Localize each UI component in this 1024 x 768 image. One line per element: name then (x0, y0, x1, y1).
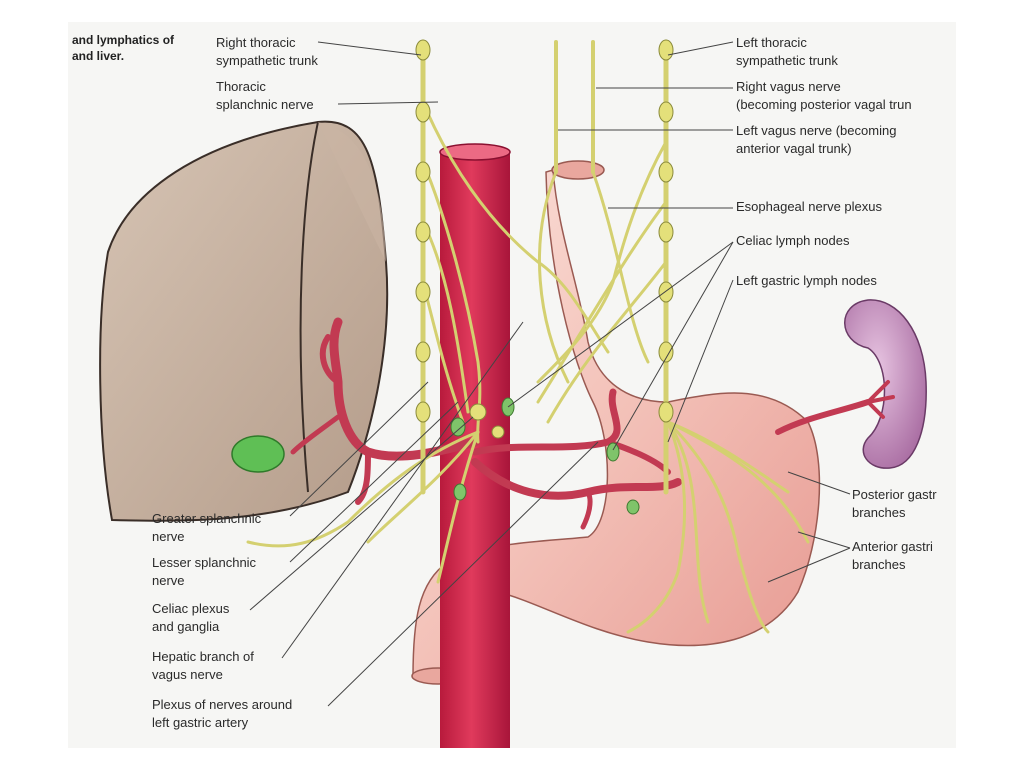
anatomy-figure: and lymphatics of and liver. Right thora… (68, 22, 956, 748)
label-line: Hepatic branch of (152, 649, 254, 664)
label-celiac-plexus-and-ganglia: Celiac plexus and ganglia (152, 600, 229, 636)
gallbladder (231, 435, 285, 473)
label-greater-splanchnic-nerve: Greater splanchnic nerve (152, 510, 261, 546)
label-plexus-around-left-gastric-artery: Plexus of nerves around left gastric art… (152, 696, 292, 732)
label-hepatic-branch-of-vagus-nerve: Hepatic branch of vagus nerve (152, 648, 254, 684)
label-line: Greater splanchnic (152, 511, 262, 526)
label-line: Celiac plexus (152, 601, 230, 616)
label-line: and ganglia (152, 619, 220, 634)
label-line: Posterior gastr (852, 487, 937, 502)
label-posterior-gastric-branches: Posterior gastr branches (852, 486, 937, 522)
label-right-thoracic-sympathetic-trunk: Right thoracic sympathetic trunk (216, 34, 318, 70)
label-lesser-splanchnic-nerve: Lesser splanchnic nerve (152, 554, 256, 590)
label-left-gastric-lymph-nodes: Left gastric lymph nodes (736, 272, 877, 290)
label-right-vagus-nerve: Right vagus nerve (becoming posterior va… (736, 78, 912, 114)
label-line: nerve (152, 573, 185, 588)
caption-line-1: and lymphatics of (72, 33, 175, 47)
label-left-thoracic-sympathetic-trunk: Left thoracic sympathetic trunk (736, 34, 838, 70)
leader-lines (249, 41, 851, 707)
label-line: Plexus of nerves around (152, 697, 293, 712)
label-line: Right vagus nerve (736, 79, 841, 94)
label-anterior-gastric-branches: Anterior gastri branches (852, 538, 933, 574)
label-line: Anterior gastri (852, 539, 933, 554)
label-line: Celiac lymph nodes (736, 233, 850, 248)
label-line: Left thoracic (736, 35, 807, 50)
label-line: anterior vagal trunk) (736, 141, 852, 156)
label-line: Left gastric lymph nodes (736, 273, 877, 288)
label-line: Left vagus nerve (becoming (736, 123, 897, 138)
label-line: (becoming posterior vagal trun (736, 97, 912, 112)
caption-line-2: and liver. (72, 49, 125, 63)
label-line: Esophageal nerve plexus (736, 199, 882, 214)
label-esophageal-nerve-plexus: Esophageal nerve plexus (736, 198, 882, 216)
label-line: Lesser splanchnic (152, 555, 257, 570)
label-line: sympathetic trunk (216, 53, 318, 68)
sympathetic-ganglia (415, 39, 674, 439)
label-left-vagus-nerve: Left vagus nerve (becoming anterior vaga… (736, 122, 896, 158)
label-line: splanchnic nerve (216, 97, 314, 112)
liver (99, 120, 389, 522)
figure-caption: and lymphatics of and liver. (72, 32, 174, 64)
anatomy-illustration (99, 39, 927, 748)
label-line: nerve (152, 529, 185, 544)
label-line: branches (852, 505, 906, 520)
label-line: Right thoracic (216, 35, 296, 50)
label-line: branches (852, 557, 906, 572)
label-line: Thoracic (216, 79, 266, 94)
label-thoracic-splanchnic-nerve: Thoracic splanchnic nerve (216, 78, 314, 114)
label-celiac-lymph-nodes: Celiac lymph nodes (736, 232, 849, 250)
label-line: sympathetic trunk (736, 53, 838, 68)
label-line: left gastric artery (152, 715, 249, 730)
label-line: vagus nerve (152, 667, 223, 682)
arteries (290, 317, 895, 530)
